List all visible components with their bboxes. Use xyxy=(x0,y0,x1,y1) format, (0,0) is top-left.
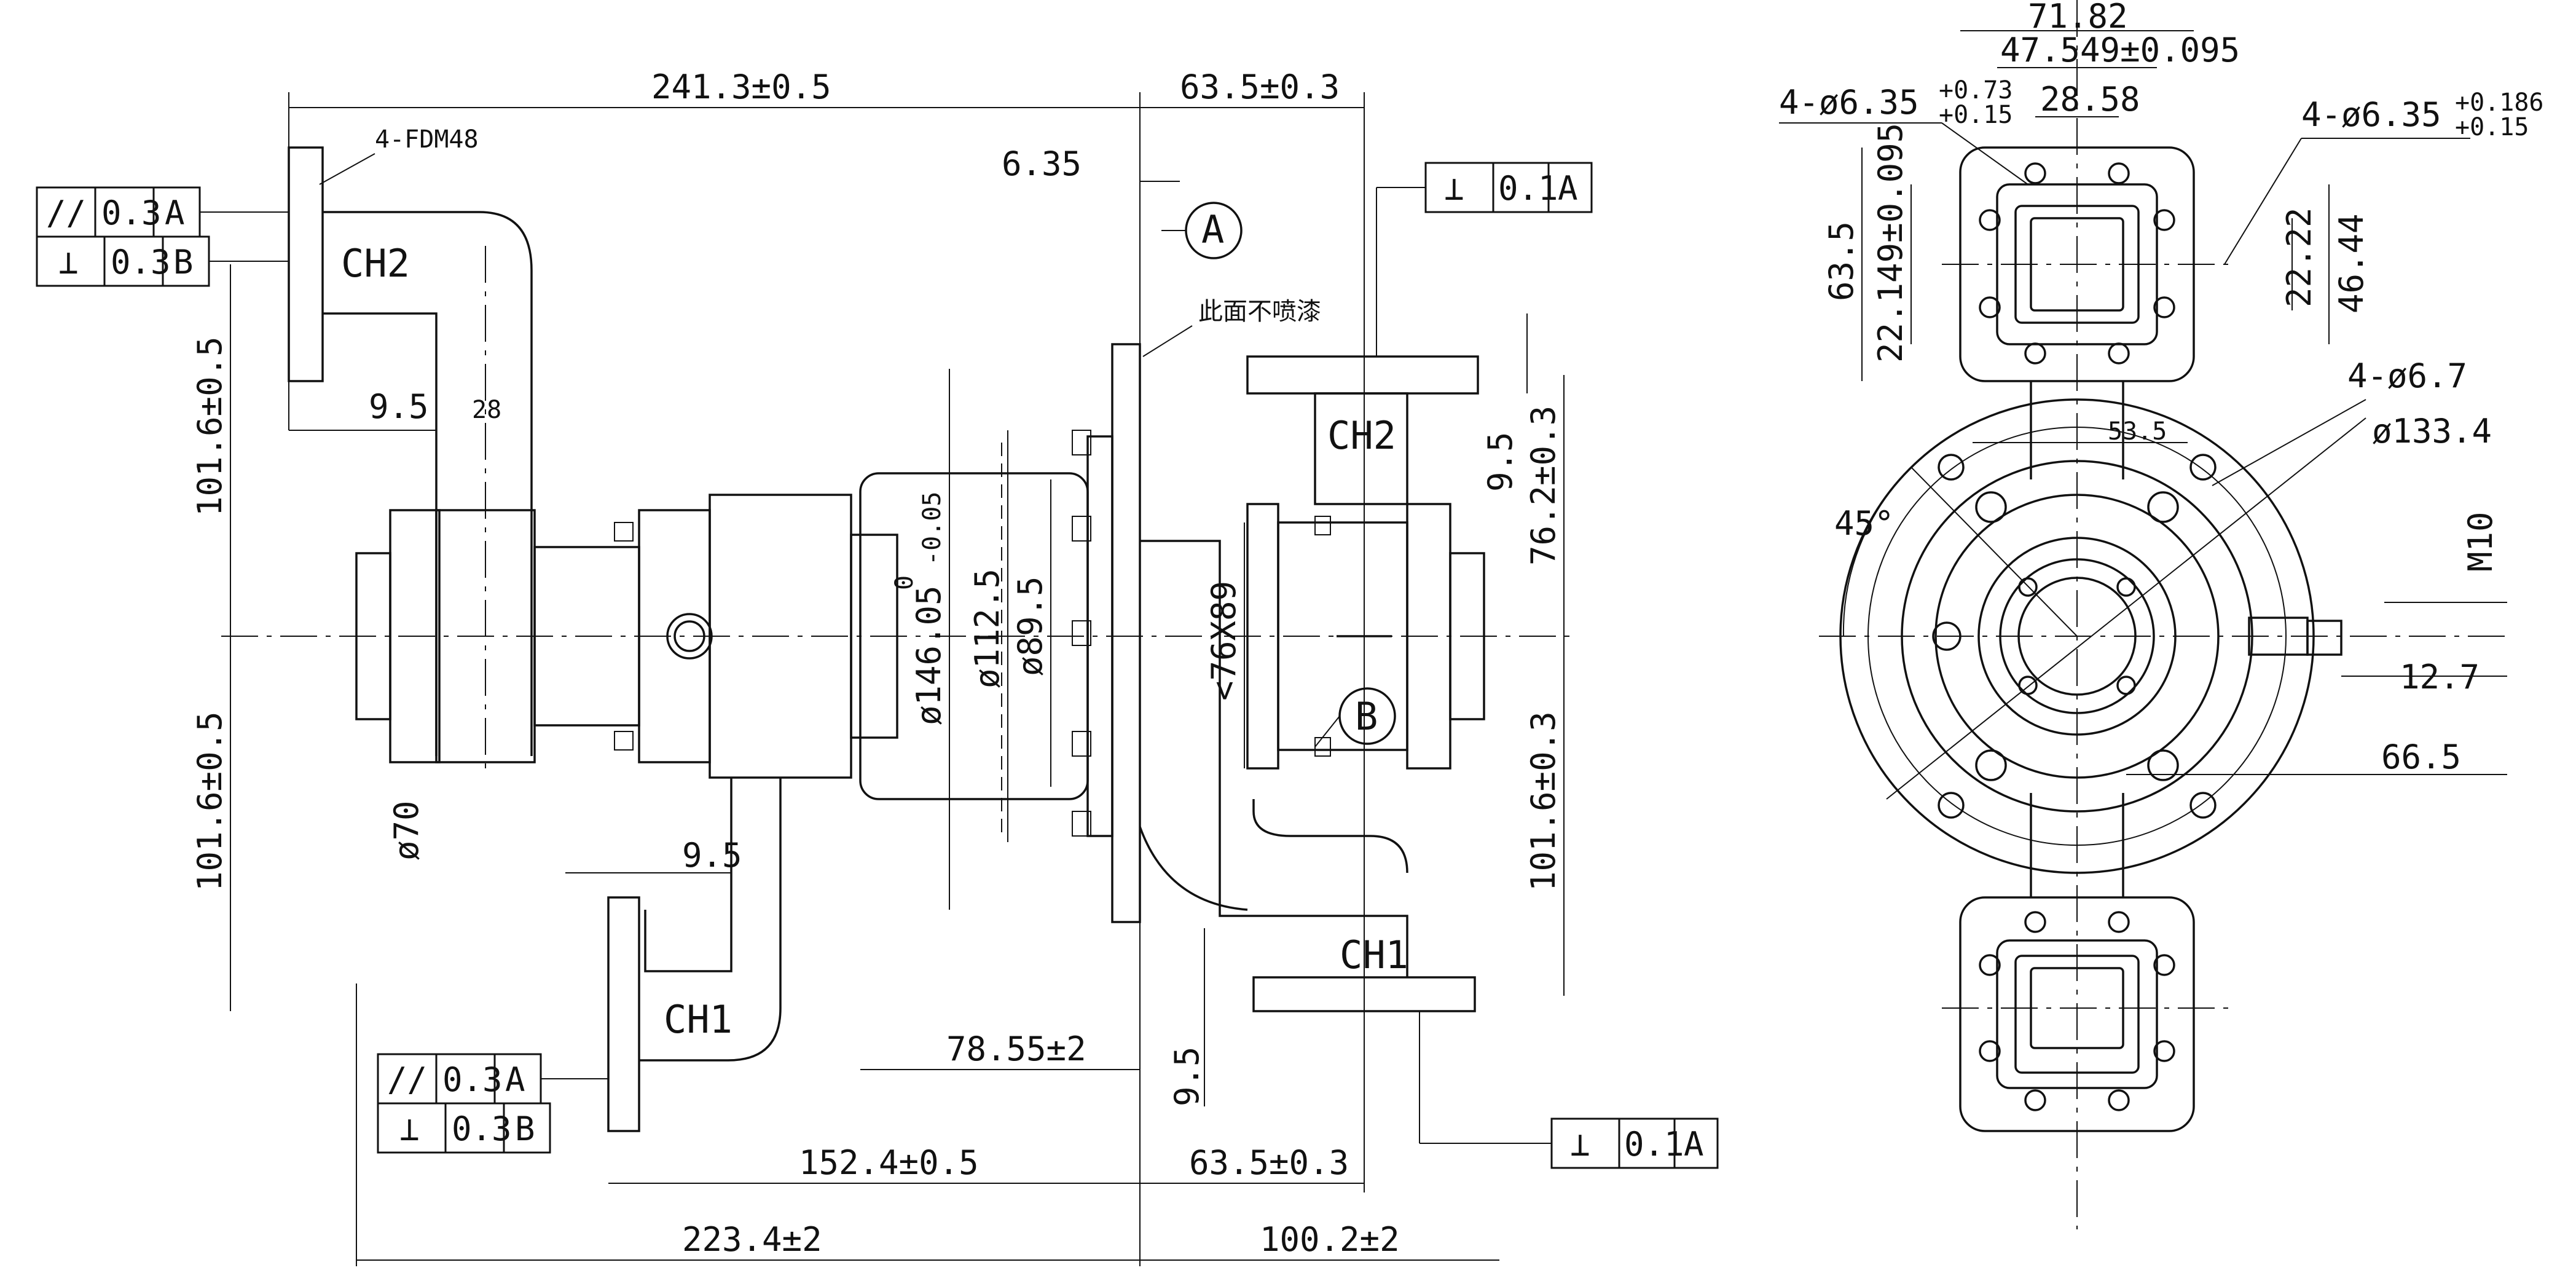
svg-text:⊥: ⊥ xyxy=(1570,1125,1590,1164)
note-no-paint: 此面不喷漆 xyxy=(1198,298,1321,326)
dim-phi146-tol-lo: -0.05 xyxy=(918,492,946,566)
dim-78-55: 78.55±2 xyxy=(946,1030,1086,1068)
dim-241: 241.3±0.5 xyxy=(651,68,831,106)
svg-text:0.3: 0.3 xyxy=(442,1060,503,1099)
svg-text:A: A xyxy=(1558,169,1578,208)
svg-text:0.3: 0.3 xyxy=(452,1110,512,1148)
svg-text:0.1: 0.1 xyxy=(1498,169,1558,208)
label-ch1-left: CH1 xyxy=(664,997,732,1042)
svg-text:B: B xyxy=(1355,694,1378,739)
dim-66-5: 66.5 xyxy=(2381,738,2461,776)
datum-b: B xyxy=(1314,687,1396,747)
dim-100-2: 100.2±2 xyxy=(1260,1220,1400,1259)
dim-63-5-side: 63.5 xyxy=(1822,221,1861,301)
dim-71-82: 71.82 xyxy=(2028,0,2128,36)
tolerance-frame-top-right: ⊥ 0.1 A xyxy=(1376,162,1593,357)
dim-phi146: ø146.05 xyxy=(909,585,948,725)
dim-47-549: 47.549±0.095 xyxy=(2000,31,2240,69)
dim-76-2: 76.2±0.3 xyxy=(1524,406,1563,566)
dim-phi133-4: ø133.4 xyxy=(2372,412,2492,451)
front-view: 241.3±0.5 63.5±0.3 4-FDM48 6.35 此面不喷漆 CH… xyxy=(190,68,1573,1266)
svg-text:0.3: 0.3 xyxy=(101,194,162,232)
dim-76x89: <76X89 xyxy=(1204,581,1243,701)
dim-46-44: 46.44 xyxy=(2332,213,2371,313)
holes-left-tol-lo: +0.15 xyxy=(1939,101,2012,129)
tolerance-frame-top-left: // 0.3 A ⊥ 0.3 B xyxy=(36,186,289,287)
tolerance-frame-bottom-left: // 0.3 A ⊥ 0.3 B xyxy=(377,1053,608,1154)
dim-53-5: 53.5 xyxy=(2108,417,2167,446)
label-angle-45: 45° xyxy=(1834,504,1895,543)
tolerance-frame-bottom-right: ⊥ 0.1 A xyxy=(1419,1011,1719,1169)
label-fdm48: 4-FDM48 xyxy=(375,125,479,154)
svg-text:A: A xyxy=(1201,207,1224,252)
dim-phi112: ø112.5 xyxy=(968,569,1007,688)
dim-9-5-c: 9.5 xyxy=(1168,1046,1206,1106)
dim-9-5-right: 9.5 xyxy=(1481,432,1520,492)
dim-28: 28 xyxy=(472,396,501,424)
dim-9-5-a: 9.5 xyxy=(369,387,429,426)
dim-152-4: 152.4±0.5 xyxy=(799,1143,979,1182)
label-holes-right: 4-ø6.35 xyxy=(2301,95,2441,134)
dim-101-left-bot: 101.6±0.5 xyxy=(190,711,229,891)
datum-a: A xyxy=(1161,202,1243,259)
dim-101-left-top: 101.6±0.5 xyxy=(190,336,229,516)
svg-text:B: B xyxy=(515,1110,535,1148)
dim-9-5-b: 9.5 xyxy=(682,836,742,875)
svg-text:⊥: ⊥ xyxy=(1444,169,1464,208)
svg-text://: // xyxy=(46,194,86,232)
label-ch2-right: CH2 xyxy=(1327,413,1396,458)
holes-right-tol-lo: +0.15 xyxy=(2455,113,2529,141)
svg-text:A: A xyxy=(1684,1125,1704,1164)
dim-63-5-top: 63.5±0.3 xyxy=(1180,68,1340,106)
svg-text:0.1: 0.1 xyxy=(1624,1125,1684,1164)
svg-text:⊥: ⊥ xyxy=(58,243,79,282)
dim-28-58: 28.58 xyxy=(2040,80,2140,119)
dim-63-5-bot: 63.5±0.3 xyxy=(1189,1143,1349,1182)
bolt-column xyxy=(1072,430,1091,837)
dim-22-149: 22.149±0.095 xyxy=(1871,123,1910,363)
dim-phi70: ø70 xyxy=(387,800,426,861)
label-holes-6-7: 4-ø6.7 xyxy=(2347,357,2467,395)
label-holes-left: 4-ø6.35 xyxy=(1779,83,1919,122)
holes-left-tol-up: +0.73 xyxy=(1939,76,2012,104)
svg-text:0.3: 0.3 xyxy=(111,243,171,282)
label-ch1-right: CH1 xyxy=(1340,932,1408,977)
dim-phi89: ø89.5 xyxy=(1011,576,1050,676)
dim-6-35: 6.35 xyxy=(1002,144,1082,183)
svg-text:B: B xyxy=(173,243,194,282)
dim-22-22: 22.22 xyxy=(2280,207,2319,307)
dim-phi146-tol-up: 0 xyxy=(890,575,919,590)
dim-101-right-bot: 101.6±0.3 xyxy=(1524,711,1563,891)
svg-text:A: A xyxy=(165,194,185,232)
dim-12-7: 12.7 xyxy=(2400,658,2480,696)
dim-223-4: 223.4±2 xyxy=(682,1220,822,1259)
svg-text:⊥: ⊥ xyxy=(399,1110,420,1148)
svg-text:A: A xyxy=(505,1060,525,1099)
label-m10: M10 xyxy=(2461,511,2500,572)
side-view: 71.82 47.549±0.095 28.58 4-ø6.35 +0.73 +… xyxy=(1779,0,2544,1229)
holes-right-tol-up: +0.186 xyxy=(2455,89,2544,117)
label-ch2-left: CH2 xyxy=(341,241,410,286)
svg-text://: // xyxy=(387,1060,427,1099)
